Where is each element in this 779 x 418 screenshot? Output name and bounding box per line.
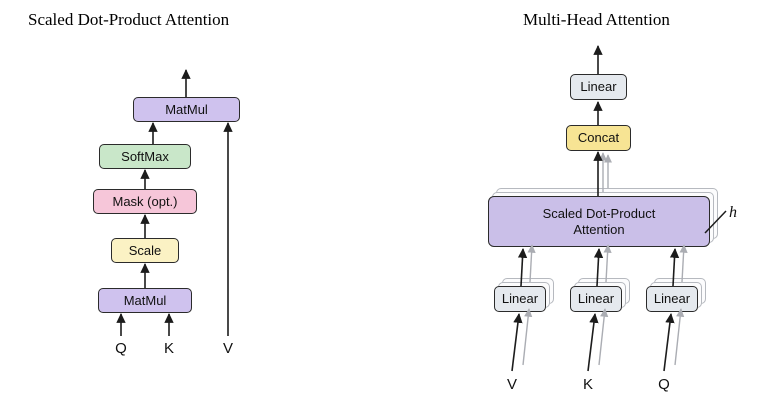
head-count-label: h (729, 204, 737, 221)
input-label-v-right: V (506, 376, 518, 393)
arrow-linear-q-to-attention-ghost (679, 244, 688, 283)
input-label-q-left: Q (115, 340, 127, 357)
arrow-input-v-ghost (522, 308, 533, 366)
node-scale: Scale (111, 238, 179, 263)
node-softmax: SoftMax (99, 144, 191, 169)
input-label-q-right: Q (658, 376, 670, 393)
node-linear-q: Linear (646, 286, 698, 312)
input-label-v-left: V (222, 340, 234, 357)
arrow-linear-v-to-attention-ghost (527, 244, 536, 283)
arrow-input-q-right (663, 312, 675, 372)
node-concat: Concat (566, 125, 631, 151)
node-matmul-bottom: MatMul (98, 288, 192, 313)
node-scaled-dot-product-attention: Scaled Dot-Product Attention (488, 196, 710, 247)
node-linear-output: Linear (570, 74, 627, 100)
right-diagram-title: Multi-Head Attention (523, 10, 670, 29)
left-diagram-title: Scaled Dot-Product Attention (28, 10, 230, 29)
input-label-k-right: K (582, 376, 594, 393)
node-matmul-top: MatMul (133, 97, 240, 122)
arrow-input-q-ghost (674, 308, 685, 366)
node-mask-optional: Mask (opt.) (93, 189, 197, 214)
arrow-input-v-right (511, 312, 523, 372)
node-linear-k: Linear (570, 286, 622, 312)
arrow-input-k-right (587, 312, 599, 372)
node-linear-v: Linear (494, 286, 546, 312)
input-label-k-left: K (163, 340, 175, 357)
arrow-linear-k-to-attention-ghost (603, 244, 612, 283)
arrow-input-k-ghost (598, 308, 609, 366)
